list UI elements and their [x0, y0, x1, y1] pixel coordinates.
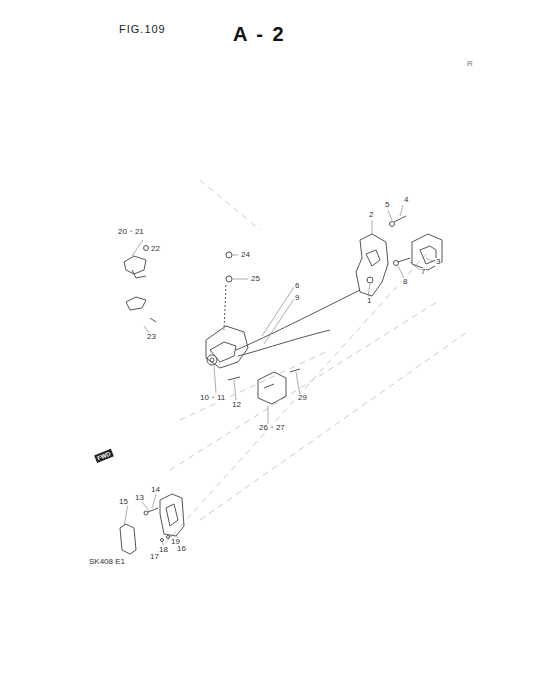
callout-number: 29 [297, 394, 308, 402]
callout-number: 7 [420, 268, 426, 276]
callout-number: 10・11 [199, 394, 226, 402]
callout-number: 17 [149, 553, 160, 561]
figure-number: FIG.109 [118, 24, 167, 35]
drawing-code: SK408 E1 [88, 558, 126, 566]
callout-number: 2 [368, 211, 374, 219]
callout-number: 16 [176, 545, 187, 553]
callout-number: 9 [294, 294, 300, 302]
callout-number: 12 [231, 401, 242, 409]
callout-number: 22 [150, 245, 161, 253]
callout-number: 3 [435, 258, 441, 266]
callout-number: 26・27 [258, 424, 286, 432]
callout-number: 6 [294, 282, 300, 290]
callout-number: 1 [366, 297, 372, 305]
callout-number: 20・21 [117, 228, 145, 236]
callout-number: 5 [384, 201, 390, 209]
page-mark: R [466, 60, 474, 68]
callout-number: 4 [403, 196, 409, 204]
sheet-code: A - 2 [232, 24, 287, 44]
callout-number: 13 [134, 494, 145, 502]
callout-number: 15 [118, 498, 129, 506]
callout-number: 24 [240, 251, 251, 259]
callout-number: 25 [250, 275, 261, 283]
direction-tag: FWD [94, 449, 113, 463]
callout-number: 14 [150, 486, 161, 494]
callout-number: 8 [402, 278, 408, 286]
callout-number: 23 [146, 333, 157, 341]
